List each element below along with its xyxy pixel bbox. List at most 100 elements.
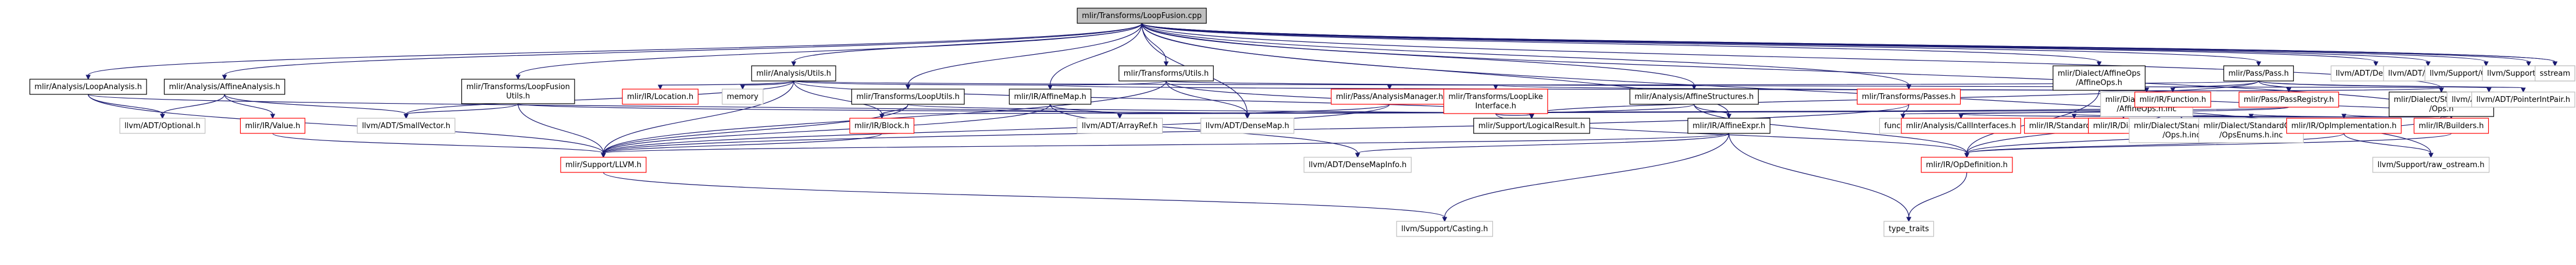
edge-root-to-dialect-affineops-h <box>1141 23 2100 62</box>
edge-analysis-utils-to-ir-block <box>793 80 882 115</box>
node-label: mlir/Transforms/LoopUtils.h <box>856 93 960 101</box>
node-box <box>461 79 575 104</box>
edge-arrowhead <box>2249 114 2254 119</box>
edge-root-to-iomanip <box>1141 23 2556 62</box>
edge-arrowhead <box>2521 87 2526 93</box>
node-pass-pass[interactable]: mlir/Pass/Pass.h <box>2223 65 2294 82</box>
edge-pass-pass-to-llvm-pointerintpair <box>2258 80 2524 89</box>
node-box <box>1901 118 2021 134</box>
node-label: llvm/ADT/ArrayRef.h <box>1082 122 1158 130</box>
node-box <box>1331 89 1448 105</box>
edge-transforms-looputils-to-ir-block <box>881 104 908 115</box>
node-llvm-smallvector: llvm/ADT/SmallVector.h <box>357 118 455 134</box>
edge-pass-pass-to-ir-function <box>2172 80 2259 89</box>
node-ir-opimplementation[interactable]: mlir/IR/OpImplementation.h <box>2286 118 2402 134</box>
node-ir-block[interactable]: mlir/IR/Block.h <box>849 118 915 134</box>
node-label: llvm/ADT/PointerIntPair.h <box>2477 96 2570 104</box>
edge-analysis-affineanalysis-to-llvm-smallvector <box>224 94 407 115</box>
node-root[interactable]: mlir/Transforms/LoopFusion.cpp <box>1077 8 1207 24</box>
edge-ir-opimplementation-to-llvm-raw-ostream <box>2343 133 2432 154</box>
node-transforms-passes[interactable]: mlir/Transforms/Passes.h <box>1857 89 1961 105</box>
node-ir-affineexpr[interactable]: mlir/IR/AffineExpr.h <box>1687 118 1770 134</box>
node-ir-affinemap[interactable]: mlir/IR/AffineMap.h <box>1009 89 1092 105</box>
node-label: mlir/Transforms/Passes.h <box>1862 93 1955 101</box>
node-label: sstream <box>2540 69 2570 78</box>
edge-root-to-transforms-passes <box>1141 23 1909 86</box>
node-box <box>1921 157 2013 173</box>
node-label: llvm/ADT/DenseMap.h <box>1206 122 1289 130</box>
node-transforms-looputils[interactable]: mlir/Transforms/LoopUtils.h <box>851 89 965 105</box>
edge-arrowhead <box>2428 153 2434 158</box>
edge-arrowhead <box>1964 153 1969 158</box>
edge-arrowhead <box>2552 61 2558 67</box>
edge-arrowhead <box>1900 114 1906 119</box>
edge-arrowhead <box>270 114 276 119</box>
node-label: mlir/IR/Function.h <box>2139 96 2206 104</box>
node-label: mlir/IR/AffineExpr.h <box>1693 122 1765 130</box>
node-label: llvm/ADT/SmallVector.h <box>362 122 450 130</box>
node-support-llvm[interactable]: mlir/Support/LLVM.h <box>560 157 647 173</box>
edge-arrowhead <box>2486 87 2492 93</box>
node-ir-builders[interactable]: mlir/IR/Builders.h <box>2413 118 2489 134</box>
edge-arrowhead <box>2170 87 2176 93</box>
edge-arrowhead <box>2341 114 2347 119</box>
node-label: mlir/IR/Builders.h <box>2419 122 2484 130</box>
node-box <box>1857 89 1961 105</box>
node-label: Utils.h <box>506 92 530 101</box>
node-ir-value[interactable]: mlir/IR/Value.h <box>240 118 305 134</box>
node-pass-passregistry[interactable]: mlir/Pass/PassRegistry.h <box>2238 91 2339 108</box>
node-box <box>1883 221 1934 237</box>
node-label: mlir/Analysis/Utils.h <box>756 69 831 78</box>
node-box <box>1303 157 1412 173</box>
edge-analysis-loopanalysis-to-llvm-arrayref <box>88 94 1120 115</box>
node-box <box>2238 91 2339 108</box>
edge-arrowhead <box>159 114 165 119</box>
edge-arrowhead <box>403 114 409 119</box>
edge-analysis-affineanalysis-to-llvm-optional <box>162 94 225 115</box>
node-analysis-loopanalysis[interactable]: mlir/Analysis/LoopAnalysis.h <box>29 79 147 95</box>
node-llvm-densemapinfo: llvm/ADT/DenseMapInfo.h <box>1303 157 1412 173</box>
node-analysis-utils[interactable]: mlir/Analysis/Utils.h <box>751 65 836 82</box>
node-pass-analysismanager[interactable]: mlir/Pass/AnalysisManager.h <box>1331 89 1448 105</box>
edge-root-to-sstream <box>1141 23 2556 62</box>
node-analysis-affinestructures[interactable]: mlir/Analysis/AffineStructures.h <box>1629 89 1759 105</box>
node-dialect-affineops-h[interactable]: mlir/Dialect/AffineOps/AffineOps.h <box>2053 65 2146 91</box>
node-label: /Ops.h.inc <box>2162 131 2200 140</box>
node-analysis-callinterfaces[interactable]: mlir/Analysis/CallInterfaces.h <box>1901 118 2021 134</box>
node-box <box>1473 118 1590 134</box>
node-analysis-affineanalysis[interactable]: mlir/Analysis/AffineAnalysis.h <box>163 79 286 95</box>
edge-arrowhead <box>791 61 796 67</box>
edge-ir-block-to-support-llvm <box>603 133 882 154</box>
edge-root-to-transforms-loopfusionutils <box>518 23 1142 76</box>
edge-analysis-affinestructures-to-ir-opdefinition <box>1694 104 1968 154</box>
node-box <box>1118 65 1214 82</box>
edge-support-llvm-to-llvm-casting <box>603 172 1445 218</box>
node-label: mlir/Pass/PassRegistry.h <box>2244 96 2334 104</box>
edge-arrowhead <box>1906 84 1912 90</box>
edge-analysis-utils-to-ir-affinemap <box>793 80 1050 86</box>
node-box <box>2198 118 2304 143</box>
node-transforms-utils[interactable]: mlir/Transforms/Utils.h <box>1118 65 1214 82</box>
node-llvm-pointerintpair: llvm/ADT/PointerIntPair.h <box>2471 91 2575 108</box>
edge-arrowhead <box>740 84 746 90</box>
node-box <box>240 118 305 134</box>
edge-root-to-analysis-utils <box>793 23 1142 62</box>
node-ir-opdefinition[interactable]: mlir/IR/OpDefinition.h <box>1921 157 2013 173</box>
node-llvm-optional: llvm/ADT/Optional.h <box>119 118 206 134</box>
node-support-logicalresult[interactable]: mlir/Support/LogicalResult.h <box>1473 118 1590 134</box>
node-ir-location[interactable]: mlir/IR/Location.h <box>622 89 699 105</box>
edge-transforms-loopfusionutils-to-support-llvm <box>518 103 604 154</box>
edge-pass-pass-to-pass-passregistry <box>2258 80 2289 89</box>
node-box <box>2134 91 2211 108</box>
edge-transforms-passes-to-functional <box>1902 104 1909 115</box>
edge-arrowhead <box>1047 84 1053 90</box>
node-ir-function[interactable]: mlir/IR/Function.h <box>2134 91 2211 108</box>
edge-arrowhead <box>2144 87 2150 93</box>
edge-arrowhead <box>601 153 606 158</box>
edge-root-to-llvm-setvector <box>1141 23 2429 62</box>
node-label: mlir/Support/LogicalResult.h <box>1478 122 1585 130</box>
node-label: mlir/IR/OpImplementation.h <box>2292 122 2397 130</box>
node-label: /OpsEnums.h.inc <box>2219 131 2283 140</box>
